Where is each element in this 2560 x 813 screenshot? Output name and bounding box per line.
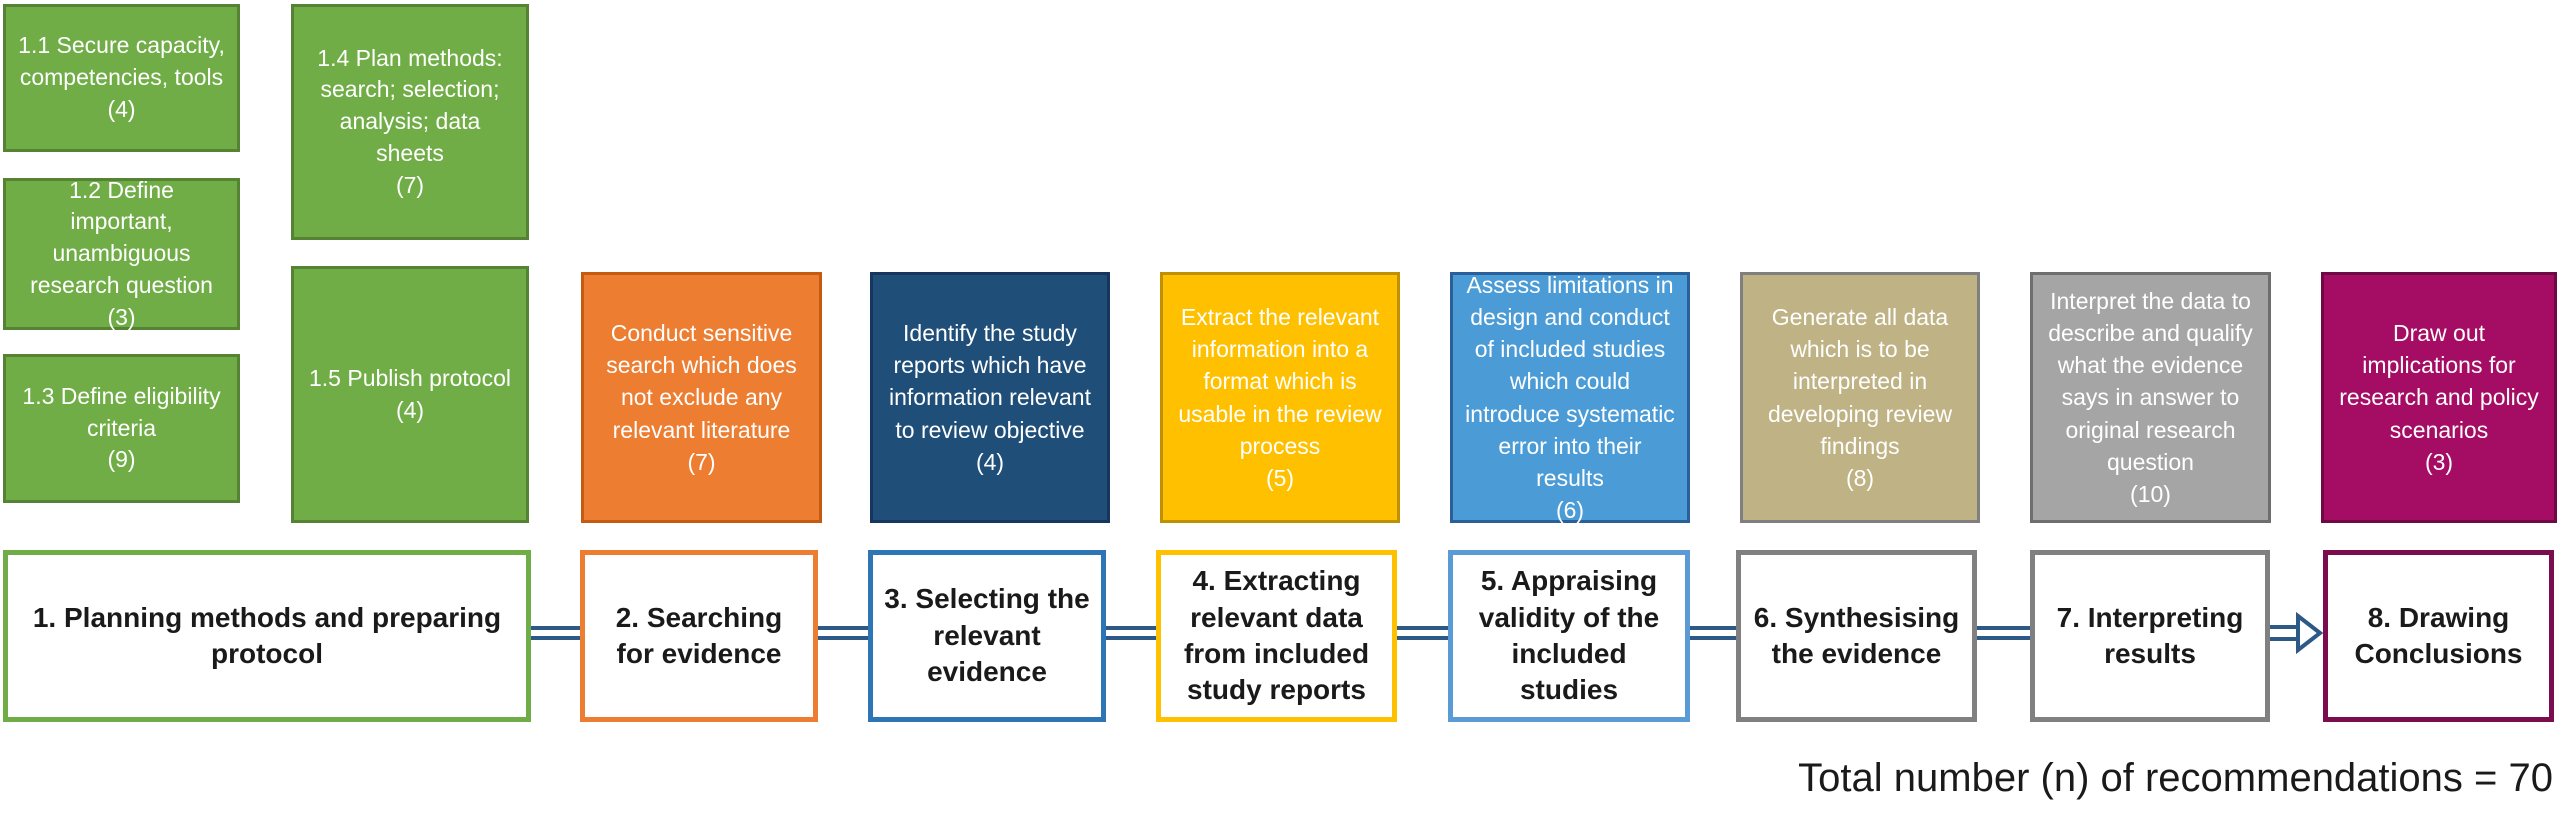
- process-step-7-label: 7. Interpreting results: [2056, 601, 2244, 669]
- protocol-box-1-2: 1.2 Define important, unambiguous resear…: [3, 176, 240, 330]
- flow-arrow-icon: [2270, 611, 2323, 655]
- protocol-box-1-2-count: (3): [107, 303, 136, 330]
- process-step-2-label: 2. Searching for evidence: [615, 601, 783, 669]
- connector-step1-step2: [531, 626, 580, 640]
- connector-step4-step5: [1397, 626, 1448, 640]
- protocol-box-1-1-count: (4): [107, 95, 136, 122]
- activity-box-stage5-count: (6): [1555, 497, 1585, 524]
- process-step-5: 5. Appraising validity of the included s…: [1448, 550, 1690, 722]
- process-step-6: 6. Synthesising the evidence: [1736, 550, 1977, 722]
- protocol-box-1-3-label: 1.3 Define eligibility criteria: [22, 382, 221, 441]
- process-step-6-label: 6. Synthesising the evidence: [1753, 601, 1960, 669]
- protocol-box-1-2-label: 1.2 Define important, unambiguous resear…: [30, 176, 213, 298]
- protocol-box-1-5-count: (4): [395, 396, 425, 423]
- activity-box-stage7-label: Interpret the data to describe and quali…: [2048, 287, 2253, 475]
- process-step-2: 2. Searching for evidence: [580, 550, 818, 722]
- protocol-box-1-4: 1.4 Plan methods: search; selection; ana…: [291, 4, 529, 240]
- activity-box-stage6-label: Generate all data which is to be interpr…: [1767, 303, 1953, 459]
- process-step-8: 8. Drawing Conclusions: [2323, 550, 2554, 722]
- protocol-box-1-5-label: 1.5 Publish protocol: [308, 364, 511, 391]
- activity-box-stage6-synthesising: Generate all data which is to be interpr…: [1740, 272, 1980, 523]
- protocol-box-1-3-count: (9): [107, 446, 136, 473]
- connector-step6-step7: [1977, 626, 2030, 640]
- protocol-box-1-4-label: 1.4 Plan methods: search; selection; ana…: [317, 44, 503, 166]
- activity-box-stage8-label: Draw out implications for research and p…: [2339, 320, 2539, 443]
- process-step-5-label: 5. Appraising validity of the included s…: [1478, 565, 1660, 706]
- process-step-1: 1. Planning methods and preparing protoc…: [3, 550, 531, 722]
- process-step-4: 4. Extracting relevant data from include…: [1156, 550, 1397, 722]
- activity-box-stage5-label: Assess limitations in design and conduct…: [1465, 271, 1675, 491]
- activity-box-stage8-count: (3): [2424, 448, 2454, 475]
- activity-box-stage2-searching: Conduct sensitive search which does not …: [581, 272, 822, 523]
- protocol-box-1-5: 1.5 Publish protocol (4): [291, 266, 529, 523]
- connector-step3-step4: [1106, 626, 1156, 640]
- process-step-3-label: 3. Selecting the relevant evidence: [884, 583, 1090, 688]
- process-step-8-label: 8. Drawing Conclusions: [2354, 601, 2523, 669]
- activity-box-stage4-extracting: Extract the relevant information into a …: [1160, 272, 1400, 523]
- protocol-box-1-1: 1.1 Secure capacity, competencies, tools…: [3, 4, 240, 152]
- activity-box-stage8-implications: Draw out implications for research and p…: [2321, 272, 2557, 523]
- activity-box-stage2-label: Conduct sensitive search which does not …: [606, 320, 797, 443]
- protocol-box-1-3: 1.3 Define eligibility criteria (9): [3, 354, 240, 503]
- activity-box-stage3-label: Identify the study reports which have in…: [889, 320, 1091, 443]
- process-step-7: 7. Interpreting results: [2030, 550, 2270, 722]
- process-step-1-label: 1. Planning methods and preparing protoc…: [32, 601, 502, 669]
- activity-box-stage3-selecting: Identify the study reports which have in…: [870, 272, 1110, 523]
- connector-step5-step6: [1690, 626, 1736, 640]
- activity-box-stage7-count: (10): [2130, 480, 2171, 507]
- process-step-4-label: 4. Extracting relevant data from include…: [1183, 565, 1370, 706]
- total-recommendations-text: Total number (n) of recommendations = 70: [1798, 756, 2553, 800]
- activity-box-stage5-appraising: Assess limitations in design and conduct…: [1450, 272, 1690, 523]
- activity-box-stage3-count: (4): [975, 448, 1005, 475]
- connector-step2-step3: [818, 626, 868, 640]
- activity-box-stage2-count: (7): [687, 448, 716, 475]
- protocol-box-1-1-label: 1.1 Secure capacity, competencies, tools: [18, 32, 225, 91]
- process-step-3: 3. Selecting the relevant evidence: [868, 550, 1106, 722]
- activity-box-stage6-count: (8): [1845, 464, 1875, 491]
- activity-box-stage4-label: Extract the relevant information into a …: [1178, 303, 1382, 459]
- activity-box-stage7-interpreting: Interpret the data to describe and quali…: [2030, 272, 2271, 523]
- protocol-box-1-4-count: (7): [395, 171, 425, 198]
- activity-box-stage4-count: (5): [1265, 464, 1295, 491]
